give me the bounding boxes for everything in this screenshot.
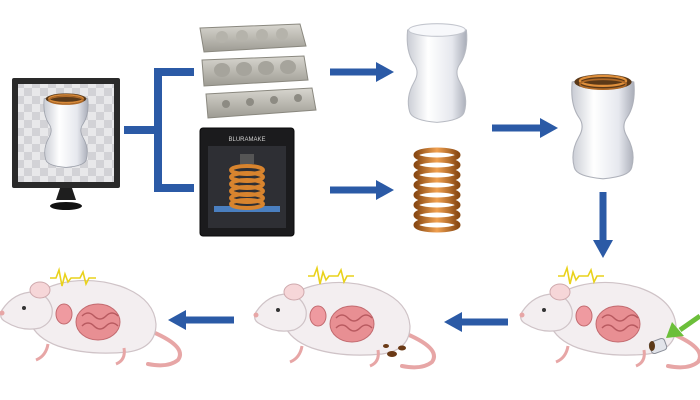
sleeve-molds (199, 23, 317, 119)
molded-sleeve (406, 23, 468, 123)
arrow-down-to-implant (593, 192, 613, 258)
computer-monitor (12, 78, 120, 210)
implant-device (648, 337, 668, 355)
split-bracket (124, 68, 194, 192)
printer-brand-label: BLURAMAKE (228, 137, 265, 143)
monitor-stand (50, 202, 82, 210)
arrow-mouse3-to-mouse2 (444, 312, 508, 332)
mouse-recovered (0, 269, 182, 368)
mold-plate-middle (201, 55, 309, 87)
coil-spring (413, 147, 461, 233)
printed-coil (229, 164, 265, 210)
arrow-to-coil (330, 180, 394, 200)
cad-sleeve-model (43, 93, 89, 168)
arrow-to-sleeve (330, 62, 394, 82)
mouse-implanted (517, 267, 700, 370)
excreted-pellets (383, 344, 406, 357)
arrow-mouse2-to-mouse1 (168, 310, 234, 330)
print-nozzle (240, 154, 254, 164)
mold-plate-top (199, 23, 307, 53)
pulse-signal-2 (307, 267, 355, 285)
monitor-neck (56, 188, 76, 200)
3d-printer: BLURAMAKE (199, 127, 295, 237)
mouse-processing (251, 267, 436, 370)
pulse-signal-3 (557, 267, 605, 285)
mold-plate-bottom (205, 87, 317, 119)
insertion-arrow (666, 313, 700, 338)
assembled-device (571, 74, 635, 180)
arrow-to-assembly (492, 118, 558, 138)
